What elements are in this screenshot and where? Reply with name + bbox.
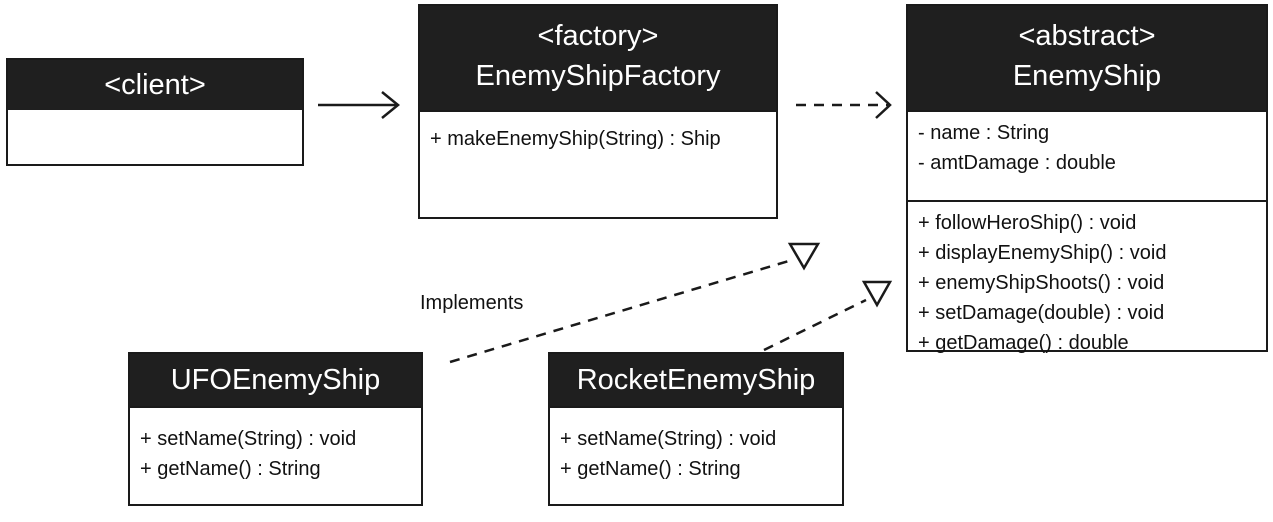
factory-methods: + makeEnemyShip(String) : Ship <box>420 110 776 160</box>
ufo-realization-triangle <box>787 242 821 271</box>
rocket-realization-line <box>763 298 867 352</box>
enemyship-attribute: - amtDamage : double <box>918 152 1116 174</box>
client-to-factory-arrowhead <box>381 91 400 119</box>
client-class-box: <client> <box>6 58 304 166</box>
ufo-methods: + setName(String) : void + getName() : S… <box>130 406 421 490</box>
rocket-header: RocketEnemyShip <box>550 354 842 406</box>
factory-stereotype: <factory> <box>537 20 659 52</box>
ufo-method: + setName(String) : void <box>140 428 357 450</box>
factory-header: <factory> EnemyShipFactory <box>420 6 776 110</box>
ufo-method: + getName() : String <box>140 458 321 480</box>
rocket-enemyship-class-box: RocketEnemyShip + setName(String) : void… <box>548 352 844 506</box>
factory-method: + makeEnemyShip(String) : Ship <box>430 128 721 150</box>
enemyship-attribute: - name : String <box>918 122 1050 144</box>
ufo-header: UFOEnemyShip <box>130 354 421 406</box>
enemyship-header: <abstract> EnemyShip <box>908 6 1266 110</box>
enemyship-class-box: <abstract> EnemyShip - name : String - a… <box>906 4 1268 354</box>
enemyship-method: + followHeroShip() : void <box>918 212 1137 234</box>
enemyship-method: + setDamage(double) : void <box>918 302 1165 324</box>
rocket-method: + getName() : String <box>560 458 741 480</box>
rocket-realization-triangle <box>861 280 893 308</box>
enemyship-method: + displayEnemyShip() : void <box>918 242 1167 264</box>
factory-to-enemyship-arrowhead <box>875 91 892 119</box>
factory-class-name: EnemyShipFactory <box>475 60 721 92</box>
enemyship-stereotype: <abstract> <box>1018 20 1156 52</box>
implements-label: Implements <box>420 292 524 314</box>
client-stereotype: <client> <box>104 69 206 101</box>
ufo-realization-line <box>449 258 793 364</box>
factory-class-box: <factory> EnemyShipFactory + makeEnemySh… <box>418 4 778 219</box>
ufo-class-name: UFOEnemyShip <box>170 364 381 396</box>
enemyship-attributes: - name : String - amtDamage : double <box>908 110 1266 200</box>
ufo-enemyship-class-box: UFOEnemyShip + setName(String) : void + … <box>128 352 423 506</box>
rocket-methods: + setName(String) : void + getName() : S… <box>550 406 842 490</box>
enemyship-methods: + followHeroShip() : void + displayEnemy… <box>908 200 1266 364</box>
enemyship-class-name: EnemyShip <box>1012 60 1162 92</box>
rocket-class-name: RocketEnemyShip <box>576 364 816 396</box>
enemyship-method: + enemyShipShoots() : void <box>918 272 1165 294</box>
rocket-method: + setName(String) : void <box>560 428 777 450</box>
enemyship-method: + getDamage() : double <box>918 332 1129 354</box>
client-header: <client> <box>8 60 302 110</box>
